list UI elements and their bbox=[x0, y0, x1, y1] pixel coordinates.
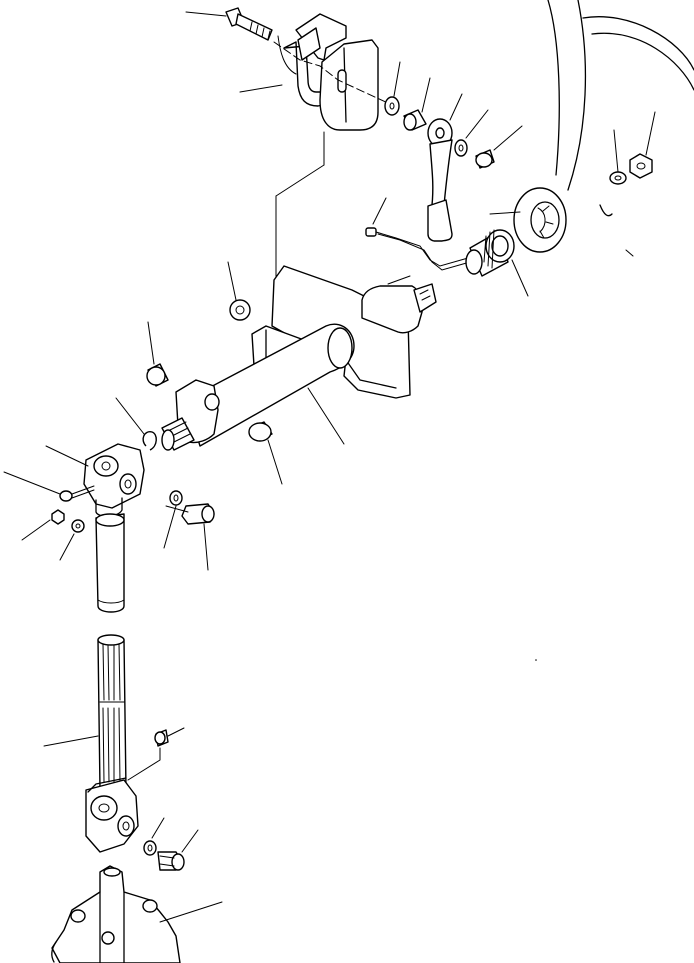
upper-yoke bbox=[45, 443, 145, 517]
small-nut bbox=[21, 509, 65, 541]
bracket-clamp bbox=[239, 13, 391, 331]
steering-wheel-rim bbox=[547, 0, 694, 257]
lower-bolt bbox=[157, 829, 199, 871]
cable-rod bbox=[375, 231, 471, 271]
lower-washer bbox=[143, 817, 165, 856]
hub-nut bbox=[629, 111, 656, 179]
small-nut-washer bbox=[59, 519, 85, 561]
plate-nut bbox=[227, 261, 251, 321]
upper-tube bbox=[95, 513, 125, 613]
steering-hub bbox=[489, 187, 567, 253]
steering-valve bbox=[51, 865, 223, 963]
snap-ring bbox=[115, 397, 157, 451]
splined-shaft bbox=[43, 634, 127, 791]
grease-nipple bbox=[127, 727, 185, 781]
upper-bushing bbox=[146, 321, 169, 387]
lever-arm bbox=[427, 93, 463, 206]
hub-washer bbox=[609, 129, 627, 185]
knob-screw bbox=[475, 125, 523, 169]
stray-dot bbox=[535, 659, 537, 661]
lever-grip bbox=[427, 199, 453, 242]
column-flange bbox=[161, 379, 220, 451]
yoke-washer bbox=[163, 490, 183, 549]
small-washer bbox=[454, 109, 489, 157]
clip-rod bbox=[365, 197, 387, 237]
pulley-collar bbox=[465, 229, 529, 297]
yoke-bolt bbox=[165, 503, 215, 571]
washer bbox=[384, 61, 401, 116]
small-bolt bbox=[3, 471, 95, 502]
column-bushing bbox=[248, 421, 283, 485]
lower-yoke bbox=[85, 777, 139, 853]
bushing bbox=[403, 77, 431, 131]
column-tube bbox=[185, 323, 355, 447]
long-bolt bbox=[185, 7, 273, 41]
